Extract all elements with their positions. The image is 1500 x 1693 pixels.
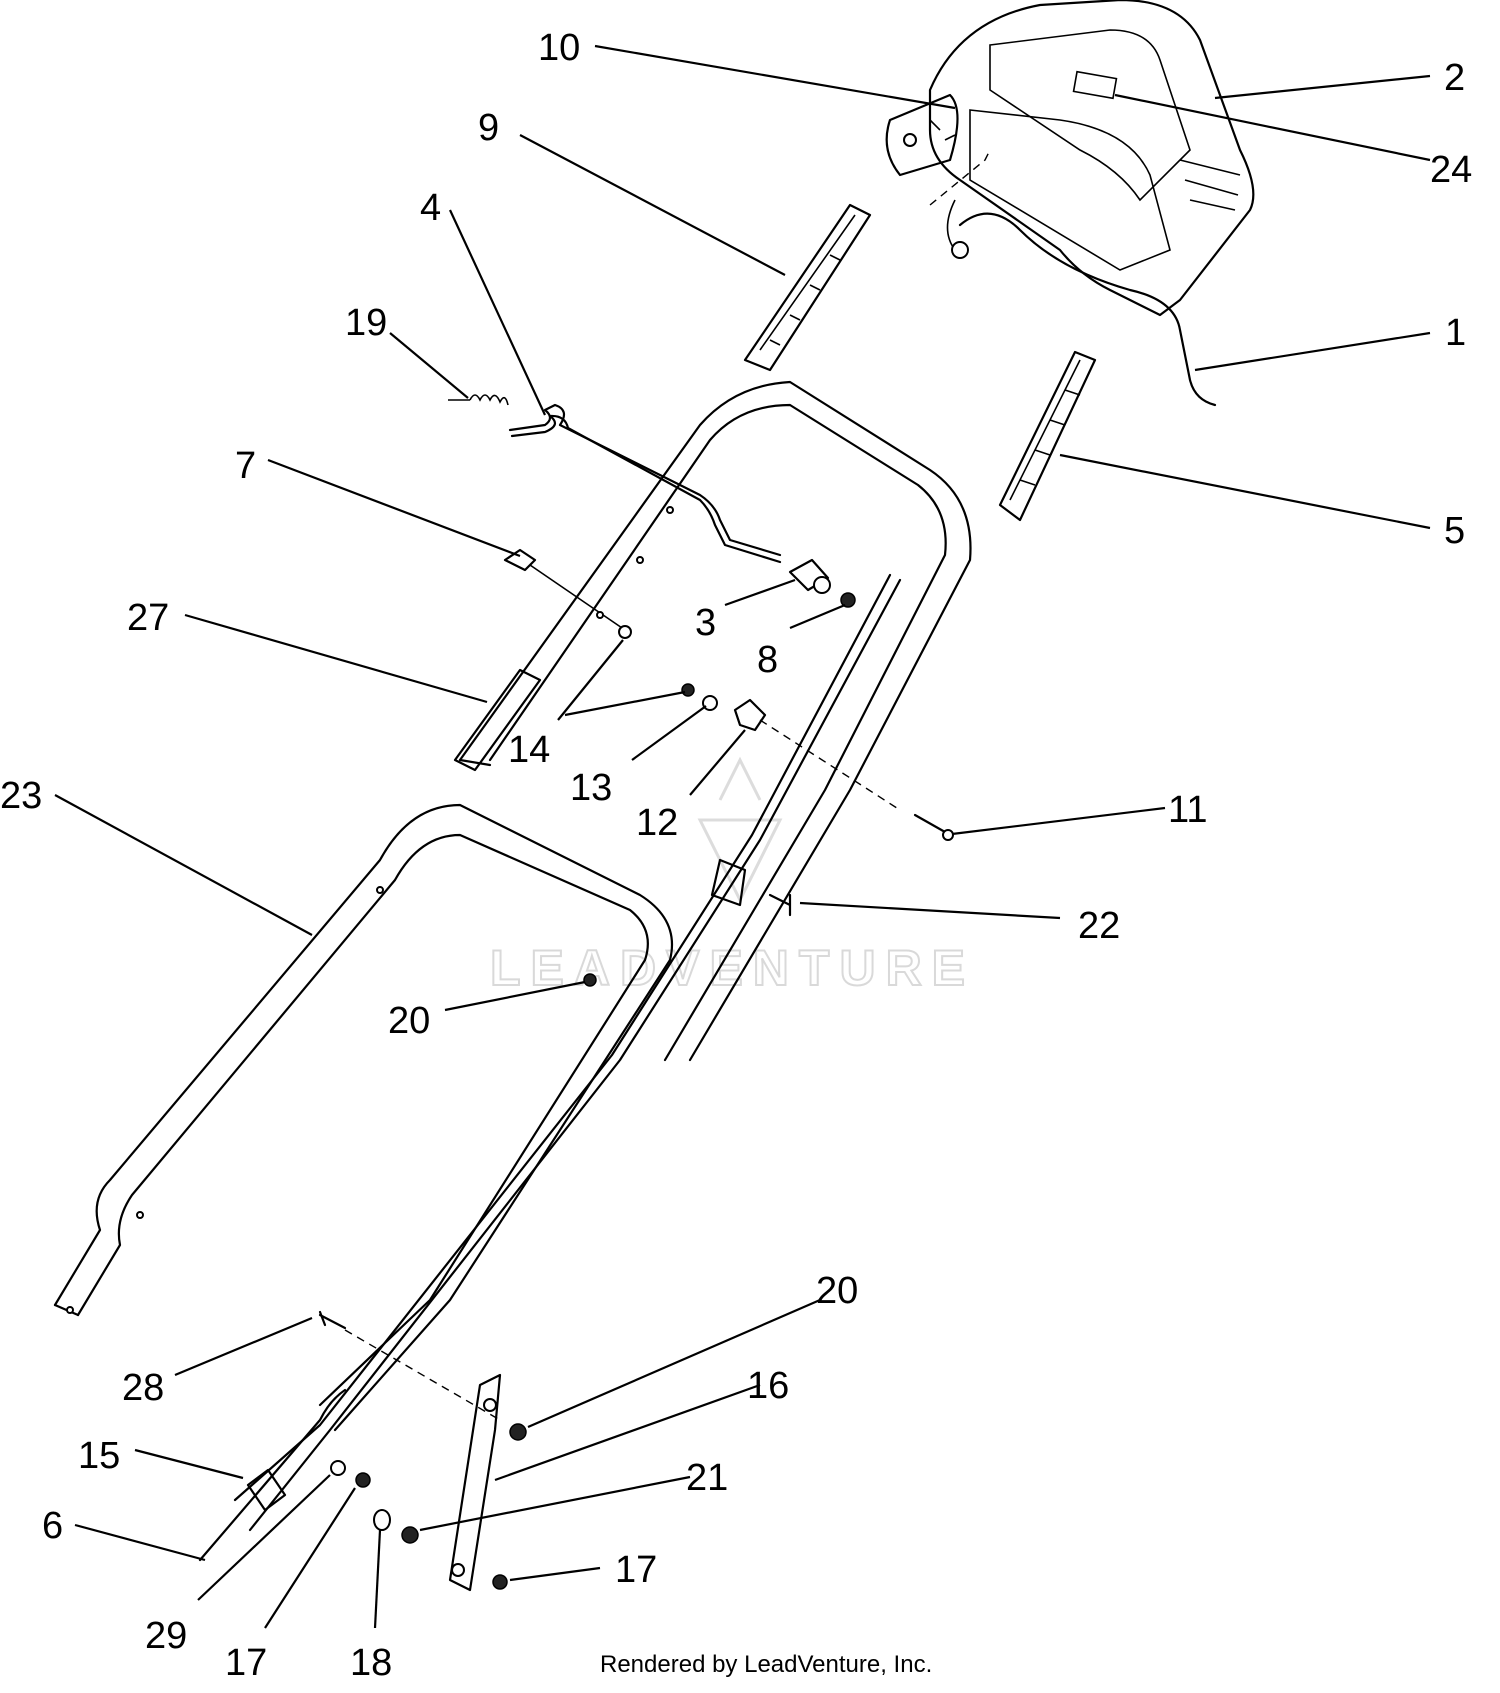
- callout-24: 24: [1430, 149, 1472, 191]
- handle-cover-part-5: [998, 350, 1097, 522]
- bolt-part-17b: [492, 1574, 508, 1590]
- callout-20-upper: 20: [388, 1000, 430, 1042]
- watermark-logo-icon: [697, 756, 783, 904]
- clip-part-15: [246, 1468, 287, 1512]
- spacer-part-18: [373, 1509, 391, 1531]
- callout-17-right: 17: [615, 1549, 657, 1591]
- callout-numbers: 10 2 24 9 4 19 1 5 7 27 3 8 14 13 12 11 …: [0, 27, 1472, 1684]
- callout-6: 6: [42, 1505, 63, 1547]
- callout-2: 2: [1444, 57, 1465, 99]
- decal-part-24: [1072, 70, 1118, 100]
- control-cable-part-15: [233, 573, 902, 1532]
- watermark-text: LEADVENTURE: [490, 940, 975, 996]
- nut-part-20a: [583, 973, 597, 987]
- bolt-part-17a: [355, 1472, 371, 1488]
- callout-18: 18: [350, 1642, 392, 1684]
- spring-part-19: [448, 394, 509, 406]
- callout-14: 14: [508, 729, 550, 771]
- nut-part-20b: [509, 1423, 527, 1441]
- callout-10: 10: [538, 27, 580, 69]
- callout-3: 3: [695, 602, 716, 644]
- callout-13: 13: [570, 767, 612, 809]
- handle-grip-part-2: [928, 0, 1255, 317]
- handle-cover-part-9: [743, 203, 872, 372]
- callout-5: 5: [1444, 510, 1465, 552]
- washer-part-29: [330, 1460, 346, 1476]
- leader-lines: [54, 44, 1431, 1629]
- bail-cable-part-1: [929, 149, 1217, 407]
- control-rod-part-4: [508, 403, 782, 564]
- callout-12: 12: [636, 802, 678, 844]
- callout-19: 19: [345, 302, 387, 344]
- callout-17-left: 17: [225, 1642, 267, 1684]
- bolt-part-11: [913, 813, 947, 834]
- callout-9: 9: [478, 107, 499, 149]
- lower-handle-part-23: [53, 803, 674, 1432]
- callout-28: 28: [122, 1367, 164, 1409]
- callout-20-lower: 20: [816, 1270, 858, 1312]
- bolt-part-22: [768, 893, 792, 917]
- washer-part-8: [840, 592, 856, 608]
- callout-29: 29: [145, 1615, 187, 1657]
- footer-credit: Rendered by LeadVenture, Inc.: [600, 1651, 932, 1678]
- bushing-part-3: [788, 558, 831, 594]
- callout-1: 1: [1445, 312, 1466, 354]
- callout-8: 8: [757, 639, 778, 681]
- knob-part-12: [733, 698, 767, 732]
- callout-15: 15: [78, 1435, 120, 1477]
- callout-22: 22: [1078, 905, 1120, 947]
- bolt-part-28: [318, 1310, 347, 1330]
- callout-27: 27: [127, 597, 169, 639]
- callout-7: 7: [235, 445, 256, 487]
- nut-part-14b: [681, 683, 695, 697]
- washer-part-13: [702, 695, 718, 711]
- callout-23: 23: [0, 775, 42, 817]
- callout-16: 16: [747, 1365, 789, 1407]
- upper-handle-frame: [458, 380, 972, 1062]
- callout-11: 11: [1168, 789, 1207, 831]
- callout-21: 21: [686, 1457, 728, 1499]
- rod-part-6: [198, 1388, 347, 1562]
- washer-part-21: [401, 1526, 419, 1544]
- bracket-part-16: [448, 1373, 502, 1592]
- nut-part-14a: [618, 625, 632, 639]
- callout-4: 4: [420, 187, 441, 229]
- bracket-part-27: [453, 668, 542, 772]
- control-bail-part-10: [885, 93, 959, 177]
